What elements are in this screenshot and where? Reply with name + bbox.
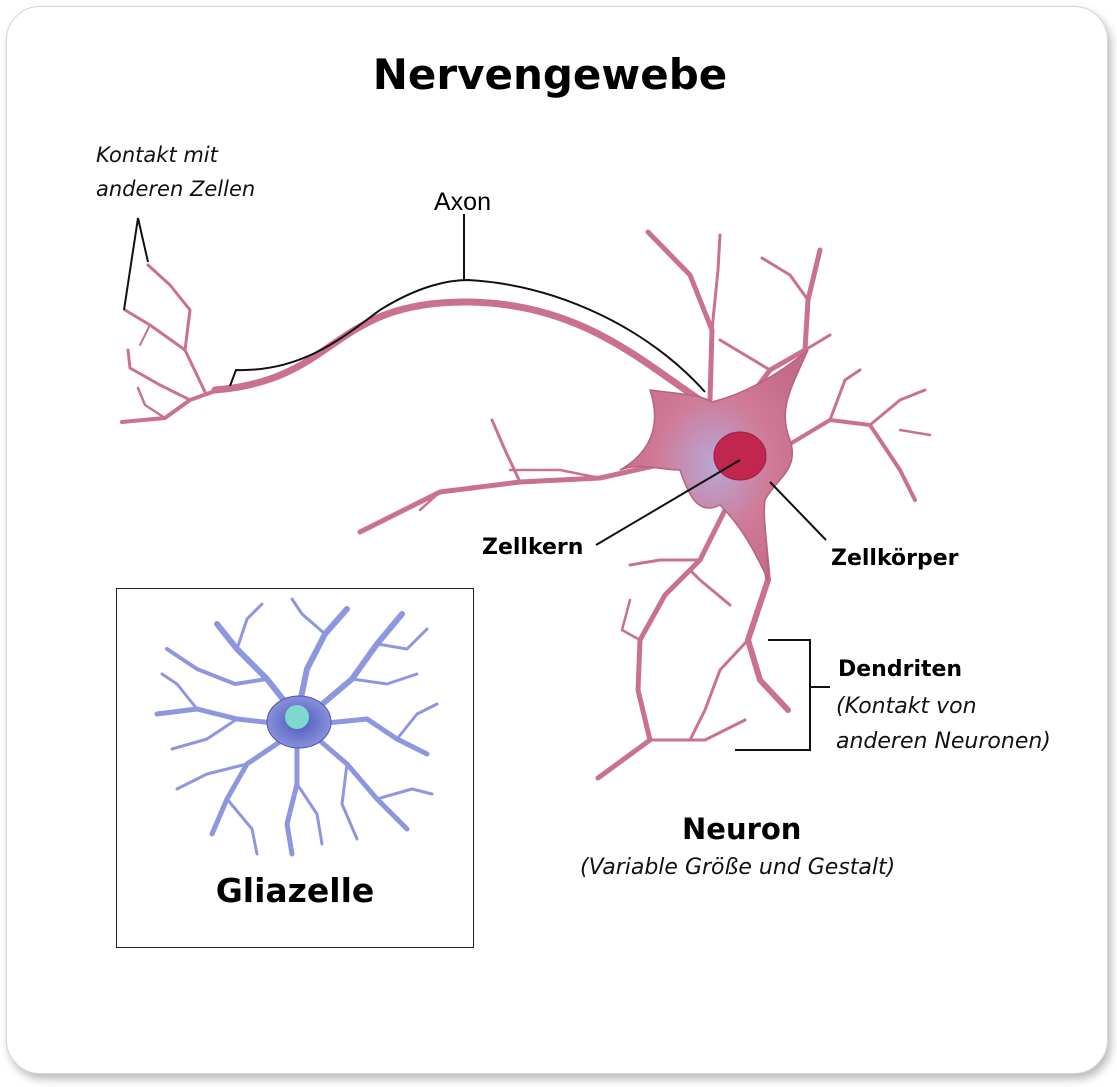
contact-label-line2: anderen Zellen: [96, 177, 256, 201]
contact-label-line1: Kontakt mit: [96, 143, 218, 167]
page-title: Nervengewebe: [372, 50, 728, 99]
nucleus-pointer: [595, 459, 741, 546]
glia-branches: [154, 597, 439, 857]
neuron-note: (Variable Größe und Gestalt): [580, 855, 896, 880]
glia-panel: Gliazelle: [116, 588, 474, 948]
neuron-label: Neuron: [682, 812, 802, 846]
dendrites-note-line1: (Kontakt von: [836, 694, 977, 719]
nucleus-label: Zellkern: [482, 535, 584, 560]
glia-cell-illustration: [154, 597, 439, 857]
contact-pointer: [123, 217, 149, 311]
axon-label: Axon: [434, 188, 491, 216]
axon-bracket: [229, 278, 706, 393]
dendrites-label: Dendriten: [838, 657, 963, 682]
dendrites-note-line2: anderen Neuronen): [836, 729, 1051, 754]
cell-body-label: Zellkörper: [831, 546, 959, 571]
cell-body-pointer: [769, 481, 827, 541]
dendrites-bracket: [735, 639, 811, 751]
cell-body-shape: [619, 349, 809, 583]
nucleus-shape: [713, 431, 767, 481]
glia-nucleus-shape: [285, 705, 309, 729]
glia-label: Gliazelle: [215, 871, 375, 910]
